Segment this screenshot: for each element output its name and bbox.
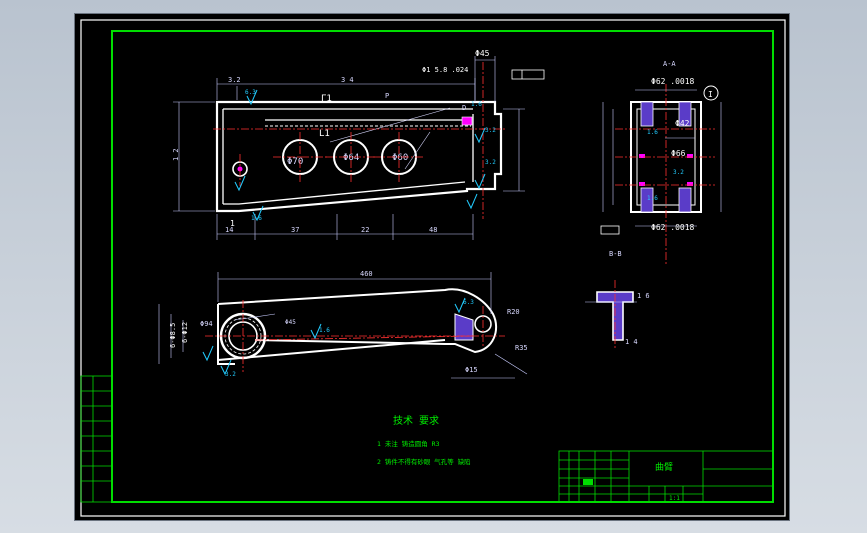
- dim-text: 3 4: [341, 76, 354, 84]
- technical-notes: 技术 要求 1 未注 铸造圆角 R3 2 铸件不得有砂眼 气孔等 缺陷: [377, 414, 471, 466]
- dim-text: 1 6: [637, 292, 650, 300]
- main-center-lines: [213, 62, 505, 219]
- roughness-value: 1.6: [251, 215, 262, 222]
- roughness-value: 1.6: [647, 129, 658, 136]
- main-outline: [215, 100, 503, 213]
- dim-text: Φ62 .0018: [651, 223, 695, 232]
- dim-text: Φ45: [285, 319, 296, 326]
- roughness-value: 3.2: [673, 169, 684, 176]
- section-mark: 1: [230, 219, 235, 228]
- dim-text: R35: [515, 344, 528, 352]
- dim-text: 22: [361, 226, 369, 234]
- outer-border: [80, 19, 786, 517]
- dim-text: Φ94: [200, 320, 213, 328]
- main-dims: [173, 56, 525, 240]
- dim-text: Φ66: [671, 149, 686, 158]
- main-view: Φ70 Φ64 Φ60: [172, 49, 545, 240]
- bottom-view: 460 Φ94 Φ45 6-Φ12 6-Φ8.5 R20 R35 Φ15 1.6…: [158, 270, 528, 379]
- dim-text: Φ45: [475, 49, 490, 58]
- title-block: 曲臂 1:1: [558, 450, 774, 503]
- dim-text: 14: [225, 226, 233, 234]
- dim-text: Φ62 .0018: [651, 77, 695, 86]
- section-label: L1: [319, 129, 330, 139]
- dim-text: 1 4: [625, 338, 638, 346]
- view-title: A-A: [663, 60, 676, 68]
- roughness-value: 6.3: [245, 89, 256, 96]
- inner-frame: [111, 30, 774, 503]
- dim-text: 6-Φ12: [181, 322, 189, 343]
- roughness-value: 3.2: [485, 159, 496, 166]
- part-name: 曲臂: [655, 461, 673, 473]
- side-strip: [80, 375, 113, 503]
- roughness-value: 3.2: [485, 127, 496, 134]
- datum-symbol: I: [708, 90, 713, 99]
- dim-text: Φ1 5.8 .024: [422, 66, 468, 74]
- bore-label: Φ60: [392, 153, 408, 163]
- roughness-value: 1.6: [319, 327, 330, 334]
- dim-text: R20: [507, 308, 520, 316]
- roughness-value: 1.6: [471, 101, 482, 108]
- roughness-value: 6.3: [463, 299, 474, 306]
- roughness-symbols: [234, 89, 486, 222]
- dim-text: P: [385, 92, 389, 100]
- dim-text: Φ15: [465, 366, 478, 374]
- note-line: 1 未注 铸造圆角 R3: [377, 439, 440, 448]
- scale-value: 1:1: [669, 495, 680, 502]
- dim-text: 3.2: [228, 76, 241, 84]
- roughness-value: 3.2: [225, 371, 236, 378]
- note-line: 2 铸件不得有砂眼 气孔等 缺陷: [377, 457, 471, 466]
- dim-text: 1 2: [172, 148, 180, 161]
- side-view: A-A I Φ62 .0018 Φ42 Φ66 Φ62 .0018 1.6 1.…: [600, 60, 722, 264]
- section-view: B-B 1 6 1 4: [585, 250, 650, 350]
- dim-text: 460: [360, 270, 373, 278]
- dim-text: 48: [429, 226, 437, 234]
- cad-drawing: Φ70 Φ64 Φ60: [80, 19, 786, 517]
- roughness-value: 1.6: [647, 195, 658, 202]
- view-title: B-B: [609, 250, 622, 258]
- section-label: Γ1: [321, 94, 332, 104]
- notes-title: 技术 要求: [393, 414, 439, 427]
- bore-label: Φ70: [287, 157, 303, 167]
- dim-text: 37: [291, 226, 299, 234]
- dim-text: 6-Φ8.5: [169, 323, 177, 348]
- dim-text: Φ42: [675, 119, 690, 128]
- dim-text: D: [462, 104, 466, 112]
- cad-viewport[interactable]: Φ70 Φ64 Φ60: [74, 13, 790, 521]
